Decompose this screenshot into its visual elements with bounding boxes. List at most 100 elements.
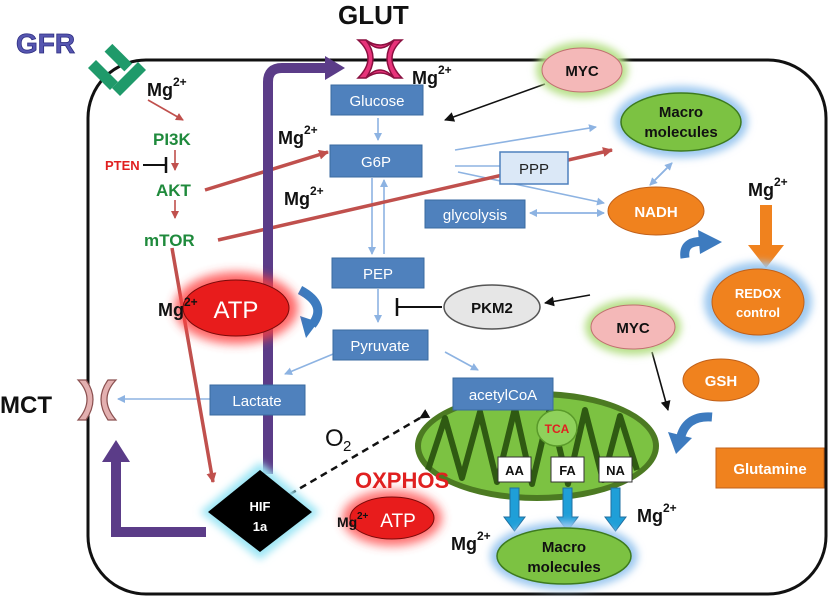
curved-arrow-heads [300, 230, 722, 454]
mg-label-atp: Mg 2+ [158, 295, 198, 320]
svg-text:Macro: Macro [542, 539, 586, 556]
oxygen-arrow [279, 409, 431, 502]
myc-mid-node: MYC [585, 299, 681, 355]
gfr-receptor-icon [88, 43, 146, 96]
pten-inhibitor: PTEN [105, 157, 168, 173]
svg-text:REDOX: REDOX [735, 286, 782, 301]
svg-text:MYC: MYC [616, 320, 650, 337]
akt-label: AKT [156, 181, 192, 200]
signalling-arrows [147, 99, 184, 219]
svg-text:glycolysis: glycolysis [443, 207, 507, 224]
glut-label: GLUT [338, 0, 409, 30]
lactate-box: Lactate [209, 384, 306, 416]
glucose-box: Glucose [330, 84, 424, 116]
svg-text:1a: 1a [253, 519, 268, 534]
gsh-node: GSH [682, 358, 760, 402]
acetylcoa-box: acetylCoA [452, 377, 554, 411]
atp-node: ATP [174, 272, 298, 344]
g6p-box: G6P [329, 144, 423, 178]
svg-text:PTEN: PTEN [105, 158, 140, 173]
fa-box: FA [550, 456, 585, 483]
oxphos-label: OXPHOS [355, 468, 449, 493]
mg-label-mito-right: Mg 2+ [637, 501, 677, 526]
svg-text:2+: 2+ [438, 63, 452, 77]
svg-text:PPP: PPP [519, 161, 549, 178]
black-arrows [444, 83, 671, 411]
glut-transporter-icon [356, 39, 404, 79]
svg-text:Pyruvate: Pyruvate [350, 338, 409, 355]
myc-top-node: MYC [536, 42, 628, 98]
svg-text:NA: NA [606, 463, 625, 478]
svg-text:Macro: Macro [659, 104, 703, 121]
svg-text:control: control [736, 305, 780, 320]
gfr-label: GFR [16, 28, 75, 59]
ppp-box: PPP [499, 151, 569, 185]
svg-text:2+: 2+ [173, 75, 187, 89]
macromolecules-bottom-node: Macro molecules [490, 522, 638, 590]
svg-text:Mg: Mg [451, 534, 477, 554]
glycolysis-box: glycolysis [424, 199, 526, 229]
orange-arrow [748, 205, 784, 268]
svg-text:FA: FA [559, 463, 576, 478]
macromolecules-top-node: Macro molecules [614, 86, 748, 158]
nadh-node: NADH [607, 186, 705, 236]
svg-text:Mg: Mg [278, 128, 304, 148]
purple-arrows [102, 56, 345, 537]
tca-label: TCA [545, 422, 570, 436]
aa-box: AA [497, 456, 532, 483]
svg-text:NADH: NADH [634, 204, 677, 221]
glutamine-box: Glutamine [715, 447, 825, 489]
mg-label-glut: Mg 2+ [412, 63, 452, 88]
pkm2-node: PKM2 [443, 284, 541, 330]
svg-text:MYC: MYC [565, 63, 599, 80]
tca-circle [536, 409, 578, 447]
oxphos-atp-node: ATP [342, 490, 442, 546]
mg-label-g6p-2: Mg 2+ [284, 184, 324, 209]
svg-text:Mg: Mg [158, 300, 184, 320]
svg-text:molecules: molecules [644, 124, 717, 141]
mg-label-gfr: Mg 2+ [147, 75, 187, 100]
svg-text:Mg: Mg [748, 180, 774, 200]
metabolic-flow-arrows [117, 118, 673, 403]
svg-text:AA: AA [505, 463, 524, 478]
svg-text:2: 2 [343, 438, 351, 455]
svg-text:2+: 2+ [310, 184, 324, 198]
mg-label-g6p-1: Mg 2+ [278, 123, 318, 148]
svg-text:G6P: G6P [361, 154, 391, 171]
svg-text:Mg: Mg [284, 189, 310, 209]
pi3k-label: PI3K [153, 130, 192, 149]
cell-membrane [86, 58, 828, 596]
oxygen-label: O 2 [325, 425, 351, 455]
mg-label-mito-left: Mg 2+ [451, 529, 491, 554]
svg-text:ATP: ATP [214, 297, 259, 324]
svg-text:acetylCoA: acetylCoA [469, 387, 537, 404]
svg-text:2+: 2+ [357, 511, 369, 522]
pyruvate-box: Pyruvate [332, 329, 429, 361]
svg-text:molecules: molecules [527, 559, 600, 576]
svg-text:Lactate: Lactate [232, 393, 281, 410]
mct-label: MCT [0, 392, 52, 419]
pkm2-inhibition [395, 298, 442, 316]
svg-text:ATP: ATP [380, 511, 416, 532]
redox-control-node: REDOX control [704, 262, 812, 342]
mtor-label: mTOR [144, 231, 195, 250]
hif1a-node: HIF 1a [200, 462, 320, 560]
svg-text:Glucose: Glucose [349, 93, 404, 110]
mct-transporter-icon [76, 379, 118, 421]
svg-text:Mg: Mg [147, 80, 173, 100]
svg-text:HIF: HIF [250, 499, 271, 514]
svg-text:2+: 2+ [663, 501, 677, 515]
svg-text:2+: 2+ [304, 123, 318, 137]
svg-text:Glutamine: Glutamine [733, 461, 806, 478]
svg-text:GSH: GSH [705, 373, 738, 390]
svg-text:PEP: PEP [363, 266, 393, 283]
svg-text:2+: 2+ [184, 295, 198, 309]
svg-text:PKM2: PKM2 [471, 300, 513, 317]
svg-text:Mg: Mg [337, 514, 357, 530]
na-box: NA [598, 456, 633, 483]
svg-text:Mg: Mg [412, 68, 438, 88]
pep-box: PEP [331, 257, 425, 289]
svg-text:Mg: Mg [637, 506, 663, 526]
svg-text:2+: 2+ [477, 529, 491, 543]
